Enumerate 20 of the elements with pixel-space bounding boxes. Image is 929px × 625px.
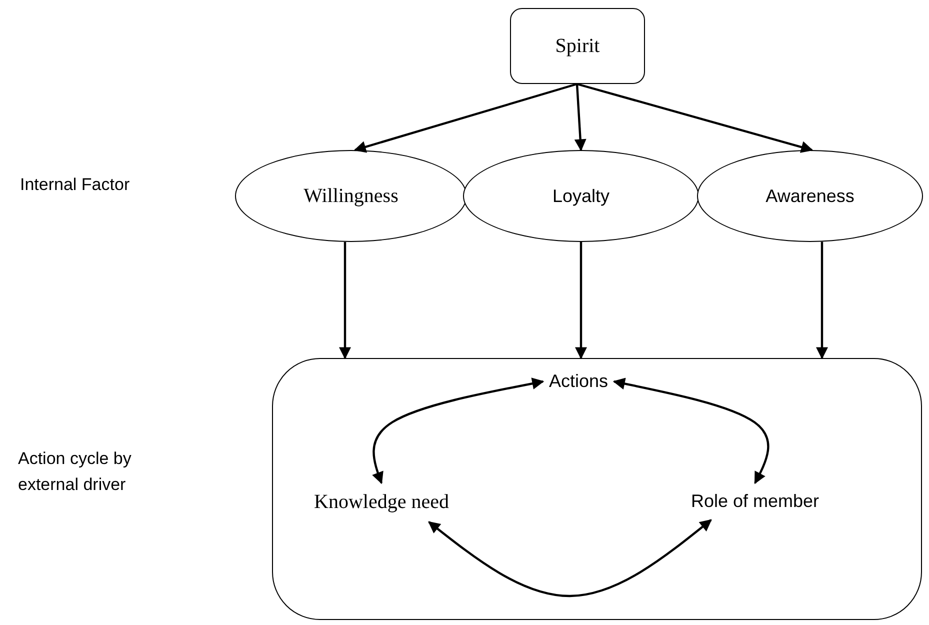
arrow	[372, 378, 544, 484]
node-label: Actions	[549, 371, 608, 392]
arrow	[816, 242, 828, 360]
node-label: Spirit	[555, 34, 600, 58]
node-label: Loyalty	[552, 186, 610, 206]
arrow	[576, 82, 814, 153]
node-label: Role of member	[691, 491, 820, 512]
container-box	[272, 358, 922, 620]
node-label: Awareness	[766, 186, 854, 206]
arrow	[339, 242, 351, 360]
arrow	[612, 378, 770, 484]
arrow	[354, 82, 578, 153]
arrow	[574, 84, 586, 152]
arrow	[575, 242, 587, 360]
arrow	[428, 519, 712, 598]
rounded-box	[510, 8, 645, 84]
side-label: Internal Factor	[20, 174, 131, 196]
node-label: Knowledge need	[314, 491, 449, 514]
side-label: Action cycle by external driver	[18, 448, 132, 496]
node-label: Willingness	[304, 184, 398, 208]
